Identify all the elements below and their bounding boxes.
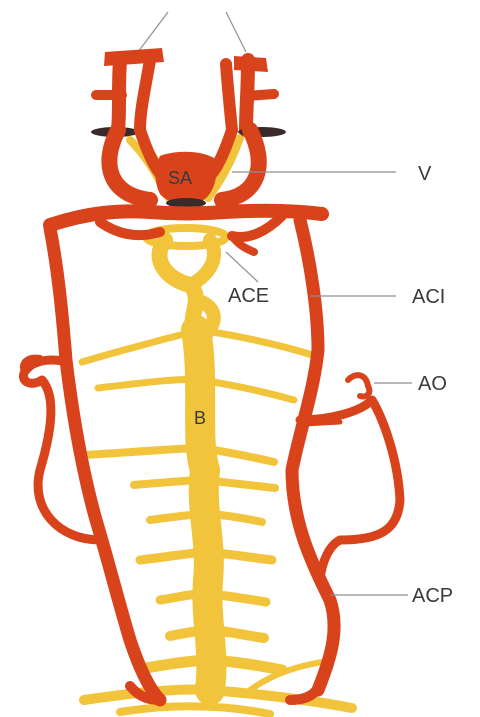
ao-right-stub	[304, 422, 340, 424]
top-right-cap	[234, 56, 268, 72]
branch-3	[84, 448, 274, 462]
aci-right	[292, 220, 334, 690]
label-ao: AO	[418, 373, 447, 395]
cross-branch-right	[232, 216, 282, 237]
aci-left	[50, 228, 160, 700]
label-acp: ACP	[412, 585, 453, 607]
ao-right-hook	[348, 375, 369, 396]
label-sa: SA	[168, 168, 192, 188]
label-ace: ACE	[228, 285, 269, 307]
top-right-stub	[246, 94, 274, 96]
top-right-leader-line	[226, 12, 246, 52]
ace-leader	[226, 252, 258, 282]
branch-11	[120, 706, 270, 714]
label-aci: ACI	[412, 286, 445, 308]
top-left-artery-b	[140, 60, 150, 130]
label-b: B	[194, 408, 206, 428]
top-right-artery-b	[226, 64, 232, 130]
top-left-leader-line	[138, 12, 168, 52]
label-v: V	[418, 163, 432, 185]
